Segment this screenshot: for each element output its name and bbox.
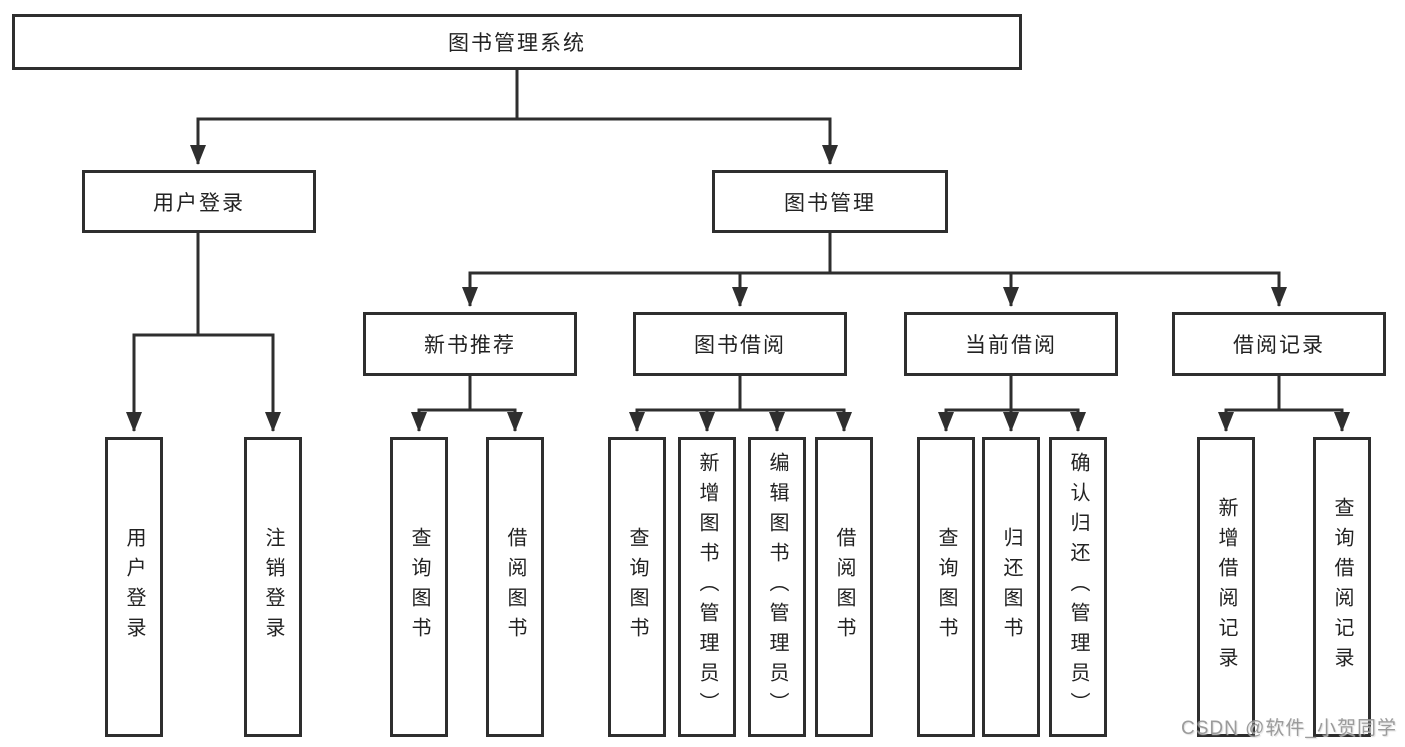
leaf-records-add-borrow-record: 新增借阅记录 — [1197, 437, 1255, 737]
leaf-login-user-login: 用户登录 — [105, 437, 163, 737]
leaf-borrow-query-book: 查询图书 — [608, 437, 666, 737]
node-borrowing-records: 借阅记录 — [1172, 312, 1386, 376]
leaf-recommend-query-book: 查询图书 — [390, 437, 448, 737]
leaf-recommend-borrow-book: 借阅图书 — [486, 437, 544, 737]
leaf-borrow-borrow-book: 借阅图书 — [815, 437, 873, 737]
leaf-current-return-book: 归还图书 — [982, 437, 1040, 737]
node-book-management: 图书管理 — [712, 170, 948, 233]
node-new-book-recommendation: 新书推荐 — [363, 312, 577, 376]
leaf-login-logout: 注销登录 — [244, 437, 302, 737]
leaf-borrow-edit-book-admin: 编辑图书（管理员） — [748, 437, 806, 737]
node-user-login: 用户登录 — [82, 170, 316, 233]
node-library-management-system: 图书管理系统 — [12, 14, 1022, 70]
leaf-current-query-book: 查询图书 — [917, 437, 975, 737]
leaf-borrow-add-book-admin: 新增图书（管理员） — [678, 437, 736, 737]
node-book-borrowing: 图书借阅 — [633, 312, 847, 376]
leaf-current-confirm-return-admin: 确认归还（管理员） — [1049, 437, 1107, 737]
node-current-borrowing: 当前借阅 — [904, 312, 1118, 376]
leaf-records-query-borrow-record: 查询借阅记录 — [1313, 437, 1371, 737]
